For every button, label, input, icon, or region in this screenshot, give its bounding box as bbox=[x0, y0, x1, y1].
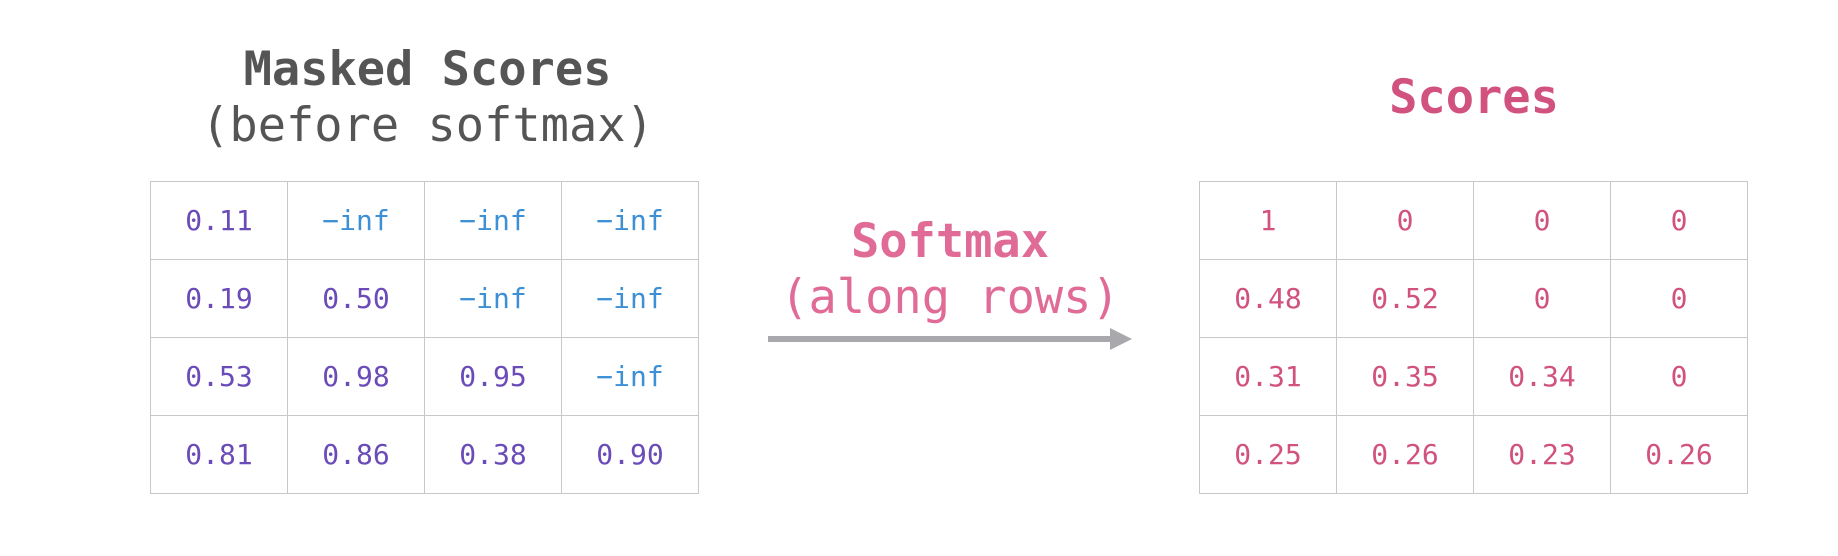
softmax-operation-label: Softmax (along rows) bbox=[760, 214, 1140, 326]
matrix-row: 0.48 0.52 0 0 bbox=[1199, 259, 1748, 338]
matrix-row: 0.19 0.50 −inf −inf bbox=[150, 259, 699, 338]
scores-matrix: 1 0 0 0 0.48 0.52 0 0 0.31 0.35 0.34 0 0… bbox=[1199, 181, 1748, 494]
masked-scores-title: Masked Scores bbox=[243, 42, 612, 97]
matrix-cell: 0.11 bbox=[150, 181, 288, 260]
matrix-cell: 0.35 bbox=[1336, 337, 1474, 416]
matrix-cell: 0.95 bbox=[424, 337, 562, 416]
matrix-cell: 0.86 bbox=[287, 415, 425, 494]
matrix-cell: −inf bbox=[561, 181, 699, 260]
scores-heading: Scores bbox=[1199, 70, 1749, 126]
matrix-cell: 0.53 bbox=[150, 337, 288, 416]
right-arrow-icon bbox=[768, 328, 1132, 350]
matrix-cell: 0 bbox=[1610, 181, 1748, 260]
matrix-cell: 0.31 bbox=[1199, 337, 1337, 416]
arrow-head bbox=[1110, 328, 1132, 350]
softmax-title: Softmax bbox=[850, 214, 1050, 269]
matrix-cell: 0 bbox=[1610, 337, 1748, 416]
matrix-cell: 0.98 bbox=[287, 337, 425, 416]
matrix-cell: −inf bbox=[287, 181, 425, 260]
matrix-cell: 0.25 bbox=[1199, 415, 1337, 494]
matrix-cell: −inf bbox=[424, 259, 562, 338]
matrix-row: 0.81 0.86 0.38 0.90 bbox=[150, 415, 699, 494]
matrix-cell: −inf bbox=[561, 337, 699, 416]
matrix-cell: 0.26 bbox=[1336, 415, 1474, 494]
matrix-row: 1 0 0 0 bbox=[1199, 181, 1748, 260]
matrix-cell: 0.50 bbox=[287, 259, 425, 338]
masked-scores-matrix: 0.11 −inf −inf −inf 0.19 0.50 −inf −inf … bbox=[150, 181, 699, 494]
softmax-subtitle: (along rows) bbox=[780, 270, 1120, 325]
matrix-cell: 0.48 bbox=[1199, 259, 1337, 338]
matrix-cell: 0.34 bbox=[1473, 337, 1611, 416]
matrix-row: 0.53 0.98 0.95 −inf bbox=[150, 337, 699, 416]
matrix-row: 0.31 0.35 0.34 0 bbox=[1199, 337, 1748, 416]
matrix-cell: 0 bbox=[1336, 181, 1474, 260]
matrix-cell: 1 bbox=[1199, 181, 1337, 260]
matrix-cell: −inf bbox=[424, 181, 562, 260]
masked-scores-subtitle: (before softmax) bbox=[201, 98, 654, 153]
matrix-cell: 0.90 bbox=[561, 415, 699, 494]
matrix-cell: 0.23 bbox=[1473, 415, 1611, 494]
matrix-cell: 0.19 bbox=[150, 259, 288, 338]
matrix-cell: 0.81 bbox=[150, 415, 288, 494]
matrix-row: 0.11 −inf −inf −inf bbox=[150, 181, 699, 260]
matrix-cell: 0.52 bbox=[1336, 259, 1474, 338]
masked-scores-heading: Masked Scores (before softmax) bbox=[150, 42, 705, 154]
matrix-cell: 0.38 bbox=[424, 415, 562, 494]
matrix-cell: −inf bbox=[561, 259, 699, 338]
scores-title: Scores bbox=[1389, 70, 1559, 125]
matrix-cell: 0 bbox=[1473, 181, 1611, 260]
matrix-cell: 0.26 bbox=[1610, 415, 1748, 494]
matrix-row: 0.25 0.26 0.23 0.26 bbox=[1199, 415, 1748, 494]
matrix-cell: 0 bbox=[1610, 259, 1748, 338]
matrix-cell: 0 bbox=[1473, 259, 1611, 338]
